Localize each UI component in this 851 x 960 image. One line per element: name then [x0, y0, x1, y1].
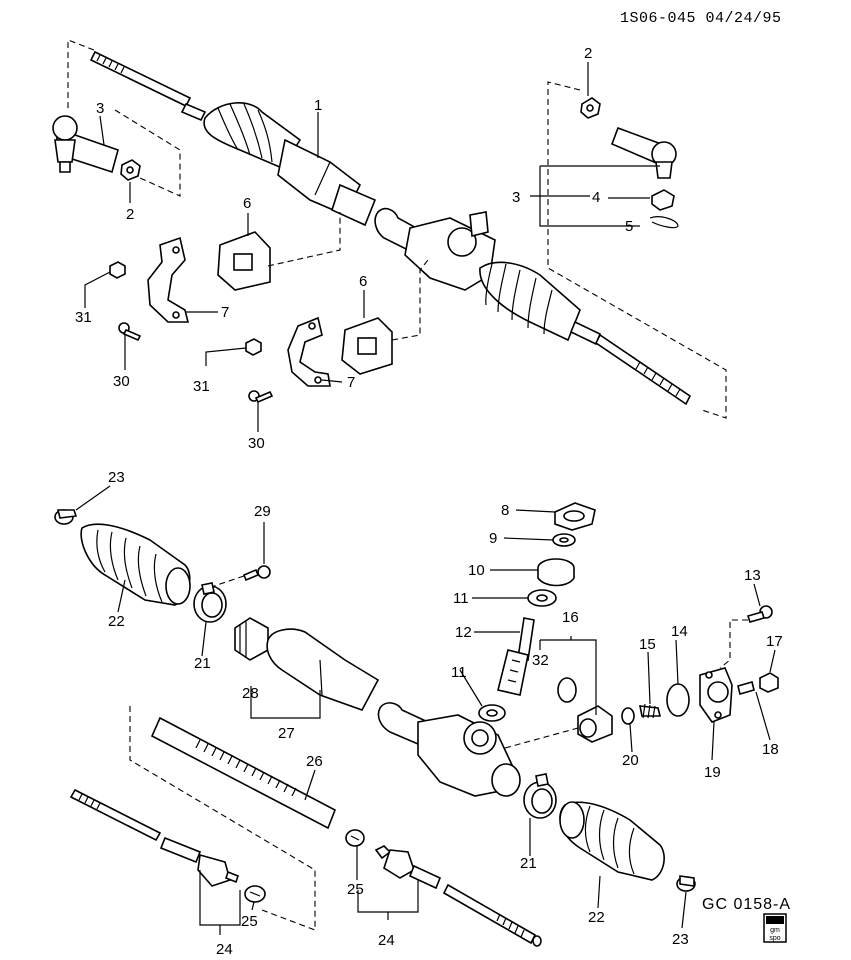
pinion-plug [537, 558, 575, 587]
callout-14: 14 [671, 623, 688, 640]
callout-25-left: 25 [241, 913, 258, 930]
guide-washer [621, 707, 635, 725]
adjuster-nut [759, 672, 779, 693]
tie-rod-lock-washer-right [345, 829, 365, 847]
callout-5: 5 [625, 218, 633, 235]
rack-housing [203, 102, 692, 406]
callout-21-right: 21 [520, 855, 537, 872]
housing-tube [266, 628, 380, 711]
callout-11-lower: 11 [451, 664, 467, 681]
callout-25-right: 25 [347, 881, 364, 898]
left-tie-rod-end [52, 115, 119, 174]
upper-bearing [527, 589, 557, 607]
boot-clamp-21-left [193, 582, 227, 623]
callout-20: 20 [622, 752, 639, 769]
shim [557, 677, 577, 703]
adjuster-bolt [737, 681, 755, 695]
cover-bolt [746, 605, 773, 623]
rack [150, 716, 337, 830]
boot-clamp-right [676, 875, 696, 892]
mounting-clamp-left [147, 236, 190, 323]
callout-27: 27 [278, 725, 295, 742]
tie-rod-lock-washer-left [244, 885, 266, 903]
lower-assembly: 23 22 29 21 28 27 26 8 9 10 11 12 11 16 … [54, 469, 783, 958]
right-tie-rod-end [610, 126, 677, 179]
clamp-nut-left [109, 261, 126, 279]
gm-spo-logo: gm spo [763, 913, 787, 943]
clamp-nut-right [245, 338, 262, 356]
callout-1: 1 [314, 97, 322, 114]
rack-guide [577, 705, 613, 743]
boot-left [80, 523, 191, 606]
callout-24-left: 24 [216, 941, 233, 958]
callout-7-right: 7 [347, 374, 355, 391]
callout-16: 16 [562, 609, 579, 626]
pinion-seal [552, 533, 576, 547]
callout-30-left: 30 [113, 373, 130, 390]
lock-nut [554, 502, 596, 531]
lower-bearing [478, 704, 506, 722]
callout-23-left: 23 [108, 469, 125, 486]
mounting-clamp-right [287, 316, 331, 387]
boot-clamp-21-right [523, 773, 557, 819]
callout-29: 29 [254, 503, 271, 520]
callout-19: 19 [704, 764, 721, 781]
cotter-pin [649, 216, 679, 229]
upper-assembly: 1 2 2 3 3 4 5 6 6 7 7 31 31 30 30 [52, 39, 727, 452]
callout-8: 8 [501, 502, 509, 519]
callout-2-left: 2 [126, 206, 134, 223]
callout-3-right: 3 [512, 189, 520, 206]
callout-10: 10 [468, 562, 485, 579]
callout-11-upper: 11 [453, 590, 469, 607]
document-id: 1S06-045 04/24/95 [620, 10, 782, 27]
callout-4: 4 [592, 189, 600, 206]
guide-spring [639, 703, 662, 719]
figure-code: GC 0158-A [702, 896, 791, 913]
callout-28: 28 [242, 685, 259, 702]
callout-24-right: 24 [378, 932, 395, 949]
callout-7-left: 7 [221, 304, 229, 321]
callout-26: 26 [306, 753, 323, 770]
logo-text-top: gm [770, 927, 780, 934]
callout-17: 17 [766, 633, 783, 650]
boot-clamp-left [54, 509, 78, 525]
boot-right [559, 801, 665, 881]
right-tie-rod-nut [580, 97, 601, 119]
callout-31-left: 31 [75, 309, 92, 326]
pinion-shaft [497, 617, 535, 696]
logo-text-bottom: spo [769, 935, 780, 942]
o-ring [666, 683, 690, 717]
callout-31-right: 31 [193, 378, 210, 395]
callout-13: 13 [744, 567, 761, 584]
mounting-grommet-left [217, 231, 271, 291]
rack-bushing [234, 617, 269, 661]
gear-housing [417, 714, 521, 797]
callout-21-left: 21 [194, 655, 211, 672]
callout-30-right: 30 [248, 435, 265, 452]
mounting-grommet-right [341, 317, 393, 375]
callout-15: 15 [639, 636, 656, 653]
housing-bolt [242, 565, 271, 582]
callout-32: 32 [532, 652, 549, 669]
left-tie-rod [89, 50, 207, 122]
clamp-bolt-right [248, 390, 274, 404]
left-tie-rod-nut [120, 159, 141, 181]
inner-tie-rod-right [374, 845, 542, 947]
callout-2-right: 2 [584, 45, 592, 62]
callout-9: 9 [489, 530, 497, 547]
callout-6-left: 6 [243, 195, 251, 212]
callout-3-left: 3 [96, 100, 104, 117]
callout-23-right: 23 [672, 931, 689, 948]
castle-nut [651, 189, 675, 211]
adjuster-cover [699, 667, 733, 723]
callout-22-left: 22 [108, 613, 125, 630]
callout-18: 18 [762, 741, 779, 758]
callout-12: 12 [455, 624, 472, 641]
callout-22-right: 22 [588, 909, 605, 926]
inner-tie-rod-left [69, 788, 239, 887]
clamp-bolt-left [118, 322, 142, 342]
callout-6-right: 6 [359, 273, 367, 290]
